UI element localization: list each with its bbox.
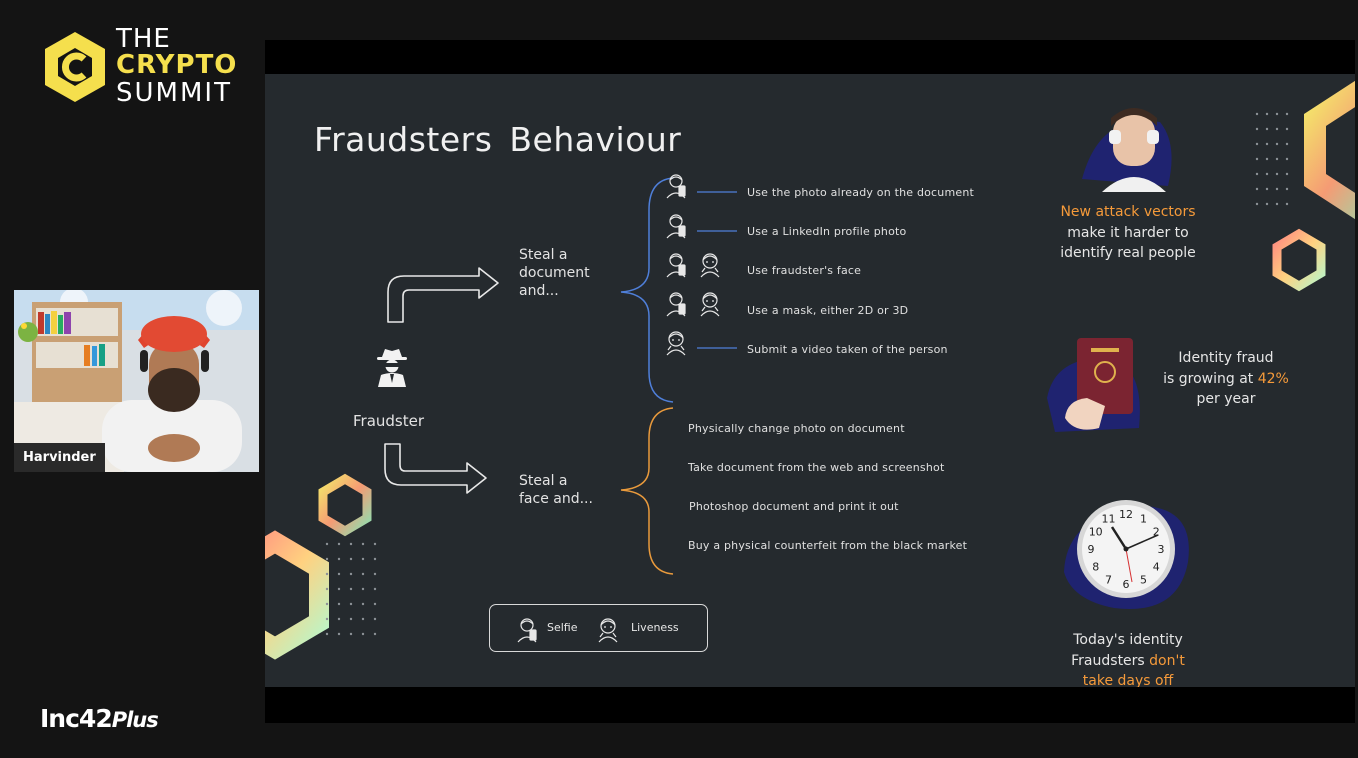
brand-main: Inc42: [40, 704, 113, 733]
document-item: Use a mask, either 2D or 3D: [747, 304, 909, 317]
clock-numeral: 10: [1089, 526, 1103, 539]
event-logo-line-3: SUMMIT: [116, 78, 232, 108]
legend-selfie-label: Selfie: [547, 621, 578, 634]
clock-numeral: 5: [1140, 573, 1147, 586]
vr-headset-person-image: [1082, 108, 1172, 192]
selfie-icon: [666, 214, 686, 239]
branch-arrows: [384, 267, 499, 494]
fact-attack-highlight: New attack vectors: [1060, 204, 1196, 220]
branch-face-label-line: Steal a: [519, 473, 568, 489]
document-bracket: [620, 177, 674, 403]
speaker-name-label: Harvinder: [14, 443, 105, 472]
face-item: Buy a physical counterfeit from the blac…: [688, 539, 968, 552]
slide-title: Fraudsters Behaviour: [314, 120, 682, 159]
spy-fraudster-icon: [377, 349, 407, 387]
selfie-icon: [666, 292, 686, 317]
fact-attack-line: make it harder to: [1067, 224, 1189, 241]
fact-days-off: Today's identity Fraudsters don't take d…: [1050, 630, 1206, 687]
document-item: Use fraudster's face: [747, 264, 862, 277]
selfie-icon: [666, 253, 686, 278]
liveness-icon: [700, 292, 720, 317]
fact-identity-growth: Identity fraud is growing at 42% per yea…: [1150, 348, 1302, 410]
presentation-slide: Fraudsters Behaviour Fraudster Steal a d…: [265, 74, 1355, 687]
fact-attack-line: identify real people: [1060, 245, 1196, 261]
brand-suffix: Plus: [111, 708, 159, 732]
hexagon-logo-icon: [45, 32, 105, 102]
liveness-icon: [700, 253, 720, 278]
legend-box: Selfie Liveness: [489, 604, 708, 652]
clock-numeral: 9: [1088, 543, 1095, 556]
fact-growth-line: is growing at: [1163, 370, 1258, 387]
branch-document-label-line: Steal a: [519, 247, 568, 263]
clock-numeral: 12: [1119, 508, 1133, 521]
document-item: Use the photo already on the document: [747, 186, 975, 199]
fact-days-highlight: take days off: [1082, 673, 1174, 687]
event-logo-line-2: CRYPTO: [116, 50, 238, 80]
fact-days-highlight: don't: [1149, 652, 1185, 669]
document-item: Submit a video taken of the person: [747, 343, 948, 356]
selfie-icon: [517, 618, 537, 643]
fact-growth-line: Identity fraud: [1178, 350, 1274, 366]
branch-document-label-line: and...: [519, 283, 559, 299]
fact-days-line: Fraudsters: [1071, 652, 1150, 669]
legend-liveness-label: Liveness: [631, 621, 679, 634]
arrow-to-document-branch: [387, 267, 499, 323]
fact-growth-highlight: 42%: [1257, 370, 1289, 387]
decorative-hexagons: [265, 80, 1355, 660]
speaker-video-tile[interactable]: Harvinder: [14, 290, 259, 472]
clock-numeral: 7: [1105, 573, 1112, 586]
selfie-icon: [666, 174, 686, 199]
branch-face-label: Steal a face and...: [519, 472, 593, 508]
document-item: Use a LinkedIn profile photo: [747, 225, 907, 238]
branch-document-label: Steal a document and...: [519, 246, 590, 300]
document-item-icons: [666, 174, 737, 356]
clock-numeral: 3: [1158, 543, 1165, 556]
fact-attack-vectors: New attack vectors make it harder to ide…: [1050, 202, 1206, 264]
face-bracket: [620, 407, 674, 575]
event-logo: THE CRYPTO SUMMIT: [40, 26, 250, 110]
liveness-icon: [598, 618, 618, 643]
clock-numeral: 2: [1153, 526, 1160, 539]
speaker-video-image: [14, 290, 259, 472]
clock-numeral: 1: [1140, 513, 1147, 526]
fraudster-label: Fraudster: [353, 412, 425, 430]
face-item: Physically change photo on document: [688, 422, 905, 435]
clock-numeral: 4: [1153, 561, 1160, 574]
fact-growth-line: per year: [1196, 391, 1256, 407]
passport-hand-image: [1047, 338, 1140, 432]
clock-numeral: 11: [1102, 513, 1116, 526]
arrow-to-face-branch: [384, 443, 487, 494]
branch-brackets: [620, 177, 674, 575]
liveness-icon: [666, 331, 686, 356]
clock-numeral: 6: [1123, 578, 1130, 591]
fact-days-line: Today's identity: [1073, 632, 1183, 648]
face-item: Take document from the web and screensho…: [688, 461, 945, 474]
clock-numeral: 8: [1092, 561, 1099, 574]
branch-face-label-line: face and...: [519, 491, 593, 507]
inc42-plus-logo: Inc42Plus: [40, 704, 159, 733]
face-item: Photoshop document and print it out: [689, 500, 899, 513]
item-connectors: [697, 191, 737, 349]
event-logo-line-1: THE: [116, 24, 171, 54]
branch-document-label-line: document: [519, 265, 590, 281]
